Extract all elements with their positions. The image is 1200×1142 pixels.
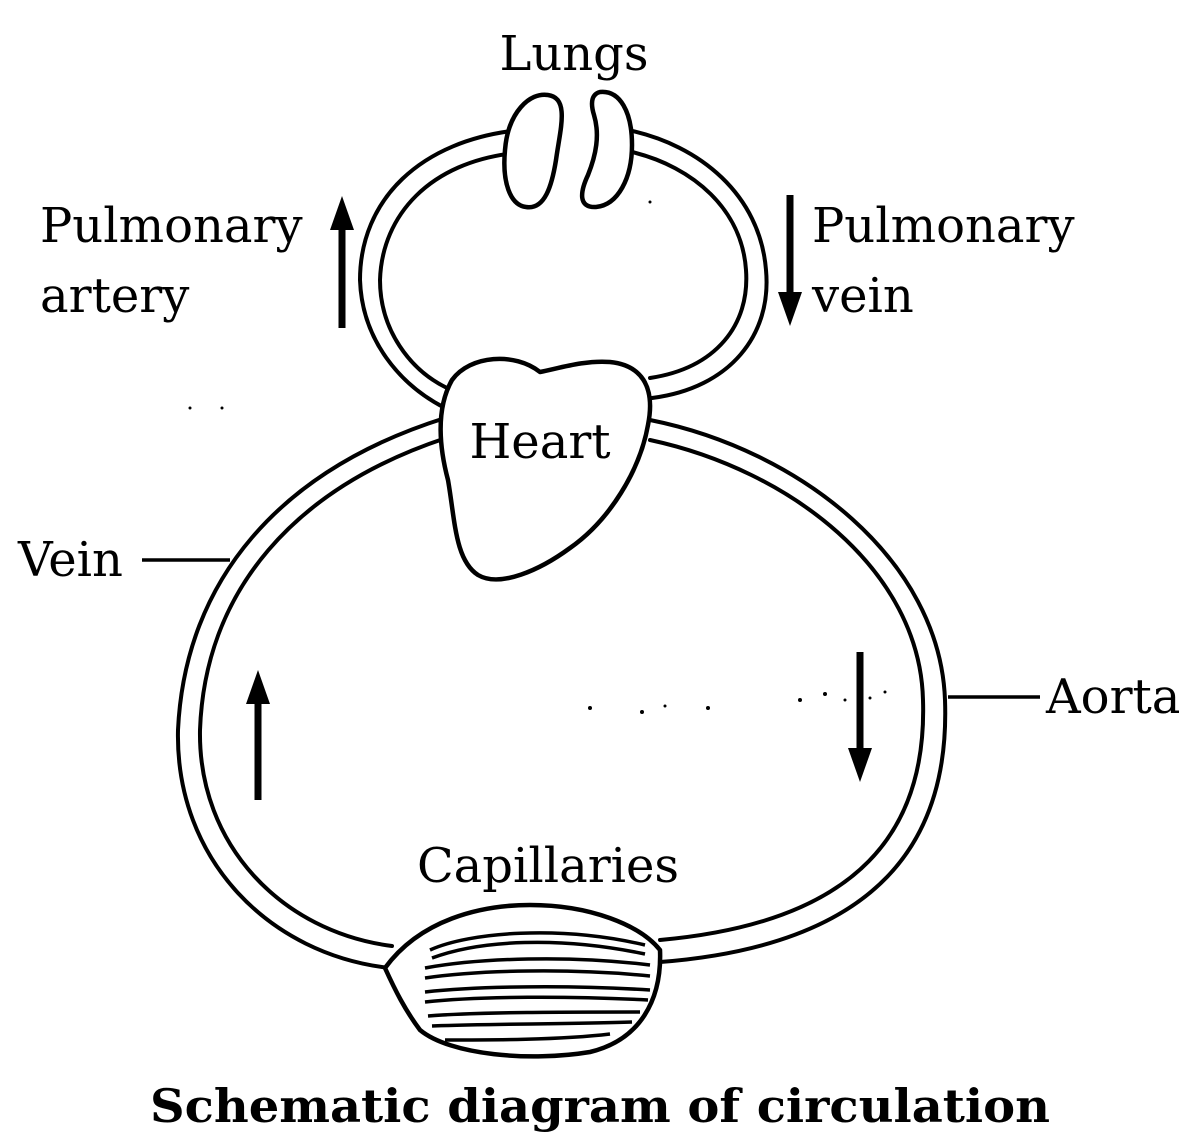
arrow-pulmonary-vein [778, 195, 802, 326]
label-pulmonary-vein-line2: vein [811, 268, 914, 324]
label-pulmonary-vein-line1: Pulmonary [812, 198, 1075, 254]
label-pulmonary-artery-line2: artery [40, 268, 189, 324]
scan-specks [188, 200, 887, 714]
label-capillaries: Capillaries [417, 838, 679, 894]
label-pulmonary-artery-line1: Pulmonary [40, 198, 303, 254]
pulmonary-loop-outer-wall [358, 128, 769, 410]
left-lung [502, 92, 564, 210]
capillary-bed [382, 902, 663, 1059]
label-vein: Vein [17, 532, 123, 588]
systemic-loop-outer-wall [175, 416, 948, 970]
systemic-loop-inner-wall [197, 436, 926, 948]
pulmonary-loop-inner-wall [378, 150, 749, 390]
arrow-aorta-downward [848, 652, 872, 782]
label-heart: Heart [469, 414, 610, 470]
capillary-bed-outline [382, 902, 663, 1059]
capillary-vessels [424, 931, 651, 1042]
pulmonary-loop [358, 128, 769, 410]
arrow-pulmonary-artery [330, 196, 354, 328]
heart [438, 356, 653, 582]
arrow-vein-upward [246, 670, 270, 800]
diagram-title: Schematic diagram of circulation [150, 1079, 1050, 1133]
right-lung [580, 89, 635, 210]
label-aorta: Aorta [1045, 669, 1180, 725]
systemic-loop [175, 416, 948, 970]
label-lungs: Lungs [499, 26, 648, 82]
lungs [502, 89, 635, 210]
